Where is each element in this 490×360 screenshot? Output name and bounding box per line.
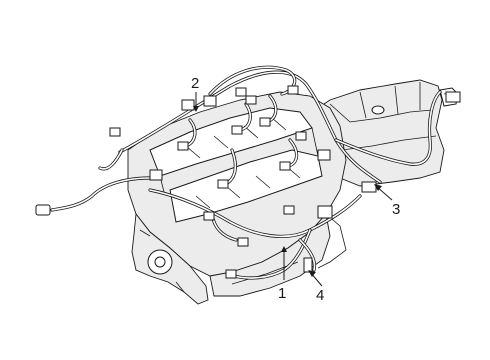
callouts: 1 2 3 4	[191, 75, 400, 304]
harness-connectors	[35, 85, 461, 279]
oil-pan	[209, 213, 331, 297]
callout-4: 4	[316, 287, 324, 304]
callout-1: 1	[278, 285, 286, 302]
left-pigtail-connector	[35, 204, 51, 216]
callout-2: 2	[191, 75, 199, 92]
callout-3: 3	[392, 201, 400, 218]
engine-assembly	[127, 79, 459, 305]
transmission-connector	[445, 91, 461, 103]
engine-wiring-harness	[50, 65, 442, 280]
ground-strap	[303, 257, 313, 273]
